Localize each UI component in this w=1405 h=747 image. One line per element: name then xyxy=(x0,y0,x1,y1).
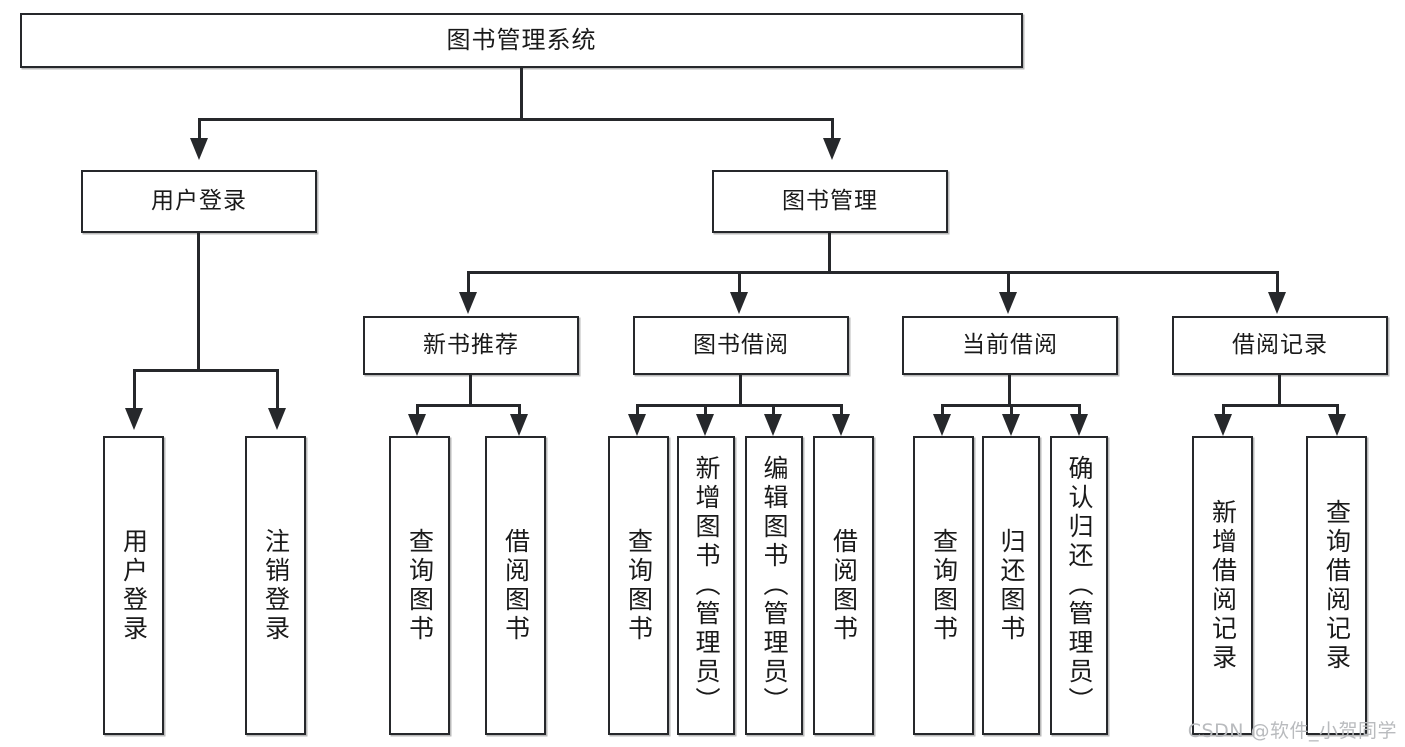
node-label: 图书管理 xyxy=(782,187,878,214)
connector-new-book-bus xyxy=(416,404,521,407)
connector-book-borrow-stem xyxy=(739,375,742,406)
connector-book-borrow-drop-4 xyxy=(840,404,843,418)
leaf-book-borrow-borrow[interactable]: 借阅图书 xyxy=(813,436,874,735)
connector-book-borrow-drop-1 xyxy=(636,404,639,418)
leaf-label: 归还图书 xyxy=(997,527,1026,644)
connector-current-borrow-drop-2 xyxy=(1010,404,1013,418)
connector-level2-bus xyxy=(198,118,832,121)
leaf-label: 新增借阅记录 xyxy=(1208,498,1238,673)
arrow-to-borrow-record xyxy=(1268,292,1286,314)
leaf-label: 注销登录 xyxy=(261,527,291,644)
connector-level3-bus xyxy=(467,271,1279,274)
leaf-current-borrow-return[interactable]: 归还图书 xyxy=(982,436,1040,735)
leaf-label: 查询图书 xyxy=(624,527,654,644)
arrow-to-book-manage xyxy=(823,138,841,160)
connector-user-login-bus xyxy=(133,369,279,372)
leaf-current-borrow-confirm[interactable]: 确认归还（管理员） xyxy=(1050,436,1108,735)
watermark-text: CSDN @软件_小贺同学 xyxy=(1187,720,1397,742)
leaf-book-borrow-query[interactable]: 查询图书 xyxy=(608,436,669,735)
connector-new-book-drop-1 xyxy=(416,404,419,418)
leaf-label: 查询借阅记录 xyxy=(1322,498,1352,673)
leaf-borrow-record-query[interactable]: 查询借阅记录 xyxy=(1306,436,1367,735)
leaf-label: 查询图书 xyxy=(929,527,959,644)
node-label: 当前借阅 xyxy=(962,331,1058,358)
leaf-label: 查询图书 xyxy=(405,527,435,644)
leaf-book-borrow-add[interactable]: 新增图书（管理员） xyxy=(677,436,735,735)
leaf-label: 用户登录 xyxy=(119,527,149,644)
arrow-to-leaf-new-book-2 xyxy=(510,414,528,436)
connector-level3-drop-2 xyxy=(738,271,741,295)
leaf-new-book-borrow[interactable]: 借阅图书 xyxy=(485,436,546,735)
connector-user-login-stem xyxy=(197,233,200,371)
node-label: 借阅记录 xyxy=(1232,331,1328,358)
arrow-to-leaf-book-borrow-2 xyxy=(696,414,714,436)
connector-level2-drop-2 xyxy=(831,118,834,140)
connector-borrow-record-bus xyxy=(1222,404,1339,407)
arrow-to-user-login xyxy=(190,138,208,160)
arrow-to-leaf-borrow-record-2 xyxy=(1328,414,1346,436)
leaf-label: 借阅图书 xyxy=(501,527,531,644)
arrow-to-leaf-book-borrow-1 xyxy=(628,414,646,436)
arrow-to-leaf-current-borrow-2 xyxy=(1002,414,1020,436)
arrow-to-leaf-user-login-2 xyxy=(268,408,286,430)
leaf-label: 借阅图书 xyxy=(829,527,859,644)
leaf-new-book-query[interactable]: 查询图书 xyxy=(389,436,450,735)
connector-book-borrow-drop-2 xyxy=(704,404,707,418)
connector-new-book-stem xyxy=(469,375,472,406)
connector-user-login-drop-1 xyxy=(133,369,136,411)
connector-level3-drop-3 xyxy=(1007,271,1010,295)
leaf-label: 确认归还（管理员） xyxy=(1065,455,1094,716)
connector-book-borrow-bus xyxy=(636,404,843,407)
connector-current-borrow-drop-1 xyxy=(941,404,944,418)
node-label: 图书管理系统 xyxy=(446,26,597,55)
node-user-login[interactable]: 用户登录 xyxy=(81,170,317,233)
leaf-book-borrow-edit[interactable]: 编辑图书（管理员） xyxy=(745,436,803,735)
node-current-borrow[interactable]: 当前借阅 xyxy=(902,316,1118,375)
node-label: 用户登录 xyxy=(151,187,247,214)
leaf-label: 新增图书（管理员） xyxy=(692,455,721,716)
leaf-user-login-logout[interactable]: 注销登录 xyxy=(245,436,306,735)
leaf-label: 编辑图书（管理员） xyxy=(760,455,789,716)
arrow-to-current-borrow xyxy=(999,292,1017,314)
connector-new-book-drop-2 xyxy=(518,404,521,418)
connector-level3-drop-4 xyxy=(1276,271,1279,295)
connector-user-login-drop-2 xyxy=(276,369,279,411)
node-label: 图书借阅 xyxy=(693,331,789,358)
leaf-current-borrow-query[interactable]: 查询图书 xyxy=(913,436,974,735)
connector-borrow-record-drop-1 xyxy=(1222,404,1225,418)
connector-root-stem xyxy=(520,68,523,120)
node-label: 新书推荐 xyxy=(423,331,519,358)
arrow-to-leaf-user-login-1 xyxy=(125,408,143,430)
arrow-to-leaf-current-borrow-1 xyxy=(933,414,951,436)
node-new-book[interactable]: 新书推荐 xyxy=(363,316,579,375)
connector-level2-drop-1 xyxy=(198,118,201,140)
arrow-to-leaf-borrow-record-1 xyxy=(1214,414,1232,436)
connector-current-borrow-drop-3 xyxy=(1078,404,1081,418)
node-book-manage[interactable]: 图书管理 xyxy=(712,170,948,233)
node-root-system[interactable]: 图书管理系统 xyxy=(20,13,1023,68)
connector-current-borrow-stem xyxy=(1008,375,1011,406)
leaf-borrow-record-add[interactable]: 新增借阅记录 xyxy=(1192,436,1253,735)
node-book-borrow[interactable]: 图书借阅 xyxy=(633,316,849,375)
arrow-to-leaf-new-book-1 xyxy=(408,414,426,436)
connector-book-borrow-drop-3 xyxy=(772,404,775,418)
arrow-to-leaf-book-borrow-3 xyxy=(764,414,782,436)
connector-borrow-record-stem xyxy=(1278,375,1281,406)
arrow-to-leaf-book-borrow-4 xyxy=(832,414,850,436)
node-borrow-record[interactable]: 借阅记录 xyxy=(1172,316,1388,375)
connector-book-manage-stem xyxy=(828,233,831,273)
connector-level3-drop-1 xyxy=(467,271,470,295)
arrow-to-book-borrow xyxy=(730,292,748,314)
connector-borrow-record-drop-2 xyxy=(1336,404,1339,418)
arrow-to-leaf-current-borrow-3 xyxy=(1070,414,1088,436)
leaf-user-login-login[interactable]: 用户登录 xyxy=(103,436,164,735)
arrow-to-new-book xyxy=(459,292,477,314)
